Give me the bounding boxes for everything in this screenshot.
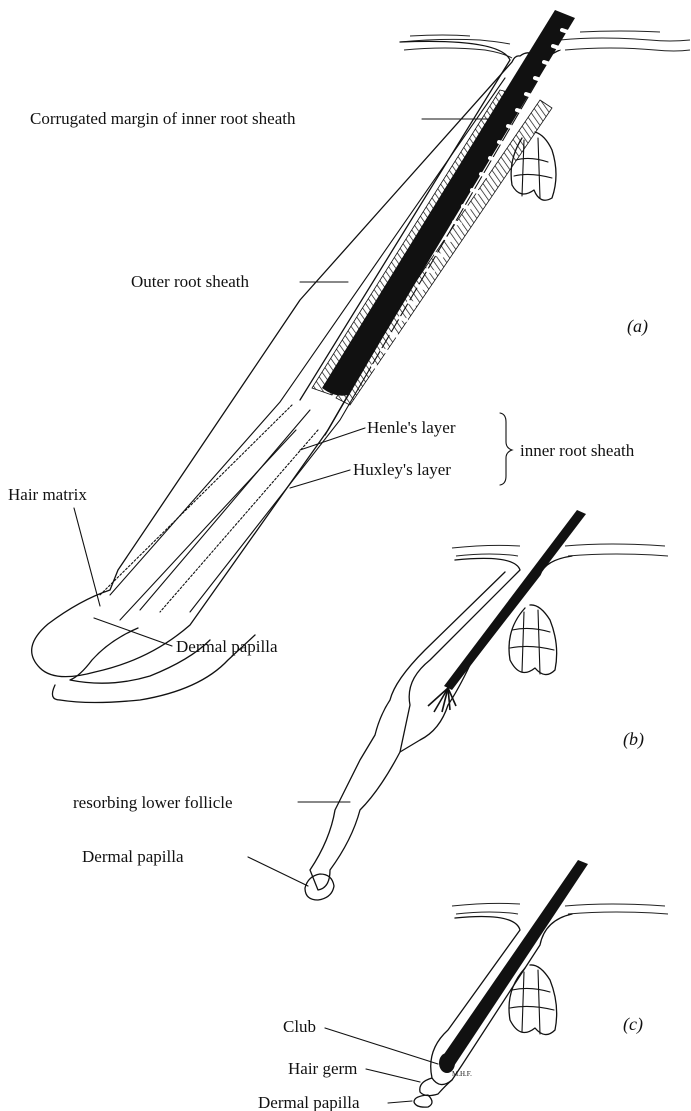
artist-initials: M.H.F. bbox=[452, 1070, 472, 1078]
hair-shaft-b bbox=[444, 510, 586, 690]
leader-dermal-papilla-c bbox=[388, 1101, 412, 1103]
sebaceous-gland-b bbox=[509, 605, 557, 675]
label-huxleys-layer: Huxley's layer bbox=[353, 460, 451, 479]
leader-hair-germ bbox=[366, 1069, 420, 1082]
follicle-b bbox=[305, 510, 668, 900]
panel-label-a: (a) bbox=[627, 316, 648, 337]
panel-label-c: (c) bbox=[623, 1014, 643, 1035]
label-dermal-papilla-a: Dermal papilla bbox=[176, 637, 278, 656]
label-dermal-papilla-b: Dermal papilla bbox=[82, 847, 184, 866]
label-henles-layer: Henle's layer bbox=[367, 418, 456, 437]
follicle-wall-a bbox=[32, 53, 540, 677]
follicle-wall-b bbox=[310, 558, 520, 890]
labels-b: (b) resorbing lower follicle Dermal papi… bbox=[73, 729, 644, 886]
brace-inner-root-sheath bbox=[500, 413, 512, 485]
label-outer-root-sheath: Outer root sheath bbox=[131, 272, 250, 291]
label-club: Club bbox=[283, 1017, 316, 1036]
label-hair-matrix: Hair matrix bbox=[8, 485, 87, 504]
label-corrugated-margin: Corrugated margin of inner root sheath bbox=[30, 109, 296, 128]
follicle-c: M.H.F. bbox=[414, 860, 668, 1107]
label-hair-germ: Hair germ bbox=[288, 1059, 357, 1078]
dermal-papilla-b bbox=[305, 874, 334, 900]
leader-dermal-papilla-a bbox=[94, 618, 172, 646]
leader-dermal-papilla-b bbox=[248, 857, 308, 886]
label-inner-root-sheath: inner root sheath bbox=[520, 441, 635, 460]
medulla-dashes bbox=[373, 30, 568, 368]
label-resorbing-lower-follicle: resorbing lower follicle bbox=[73, 793, 233, 812]
dermal-papilla-c bbox=[414, 1095, 432, 1107]
leader-hair-matrix bbox=[74, 508, 100, 606]
panel-label-b: (b) bbox=[623, 729, 644, 750]
sebaceous-gland-c bbox=[509, 965, 557, 1035]
hair-shaft-a bbox=[322, 10, 575, 396]
label-dermal-papilla-c: Dermal papilla bbox=[258, 1093, 360, 1111]
hair-shaft-c bbox=[440, 860, 588, 1067]
